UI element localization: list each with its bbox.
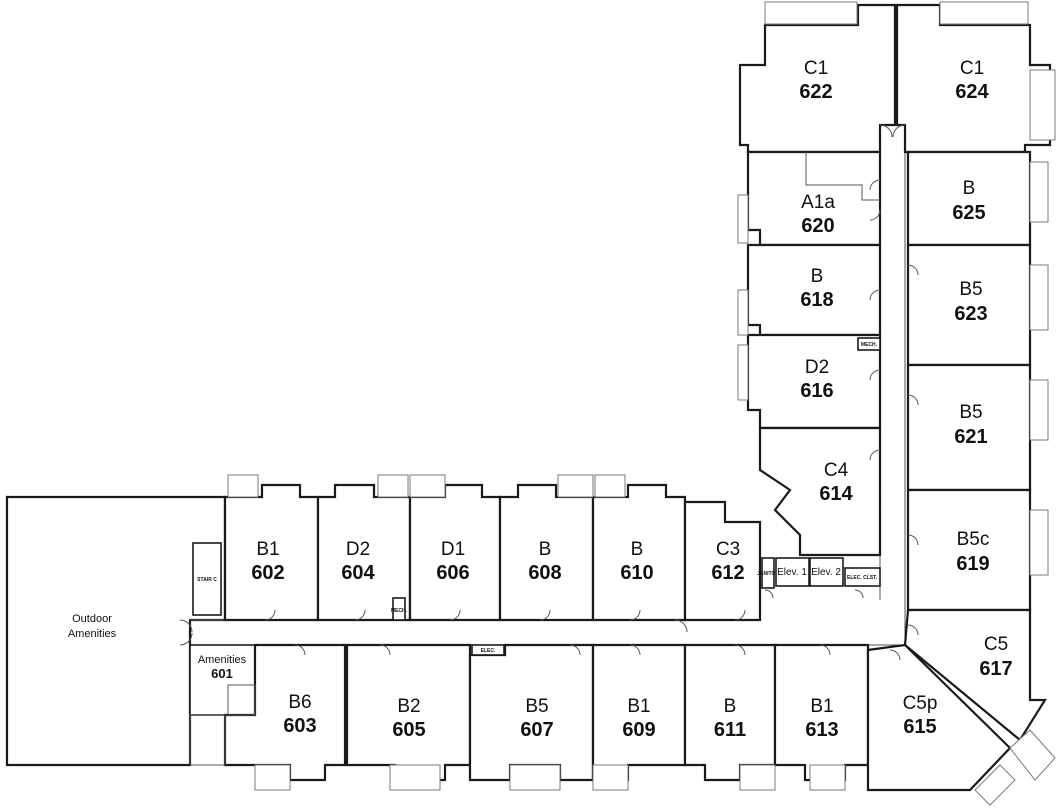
unit-605-type: B2 bbox=[397, 696, 420, 717]
unit-617-type: C5 bbox=[984, 634, 1008, 655]
unit-619-type: B5c bbox=[957, 529, 990, 550]
unit-605-number: 605 bbox=[392, 719, 425, 741]
unit-608-type: B bbox=[539, 539, 552, 560]
mech-room-east bbox=[857, 337, 881, 351]
unit-622-number: 622 bbox=[799, 81, 832, 103]
unit-620-closet bbox=[805, 152, 880, 201]
unit-606-number: 606 bbox=[436, 562, 469, 584]
amenities-601-room[interactable] bbox=[189, 644, 256, 716]
elevator-2 bbox=[809, 557, 844, 587]
unit-612[interactable] bbox=[683, 500, 762, 622]
janitor-label: JANITOR bbox=[757, 571, 779, 577]
amenities-601-number: 601 bbox=[211, 666, 233, 681]
unit-610-number: 610 bbox=[620, 562, 653, 584]
elevator-2-label: Elev. 2 bbox=[811, 567, 841, 578]
elevator-1-label: Elev. 1 bbox=[777, 567, 807, 578]
unit-608[interactable] bbox=[498, 483, 595, 622]
unit-624-type: C1 bbox=[960, 58, 984, 79]
unit-624-number: 624 bbox=[955, 81, 989, 103]
unit-617-number: 617 bbox=[979, 658, 1012, 680]
mech-east-label: MECH. bbox=[861, 342, 878, 348]
unit-610[interactable] bbox=[591, 483, 687, 622]
elec-room bbox=[471, 644, 505, 656]
unit-604[interactable] bbox=[316, 483, 412, 622]
mech-room-south bbox=[392, 597, 406, 621]
unit-610-type: B bbox=[631, 539, 644, 560]
janitor-room bbox=[761, 557, 775, 589]
unit-611-number: 611 bbox=[714, 719, 746, 741]
unit-612-number: 612 bbox=[711, 562, 744, 584]
unit-614-number: 614 bbox=[819, 483, 853, 505]
unit-619-number: 619 bbox=[956, 553, 989, 575]
unit-604-type: D2 bbox=[346, 539, 370, 560]
unit-621-type: B5 bbox=[959, 402, 982, 423]
amenities-601-inner bbox=[189, 714, 226, 766]
stair-c-label: STAIR C bbox=[197, 577, 217, 583]
unit-607-number: 607 bbox=[520, 719, 553, 741]
unit-621-number: 621 bbox=[954, 426, 987, 448]
unit-619[interactable] bbox=[906, 488, 1032, 612]
unit-613-number: 613 bbox=[805, 719, 838, 741]
unit-625-number: 625 bbox=[952, 202, 985, 224]
outdoor-amenities-label-2: Amenities bbox=[68, 628, 117, 640]
unit-609-type: B1 bbox=[627, 696, 650, 717]
unit-616-number: 616 bbox=[800, 380, 833, 402]
unit-615-number: 615 bbox=[903, 716, 936, 738]
unit-620-type: A1a bbox=[801, 192, 835, 213]
unit-623-number: 623 bbox=[954, 303, 987, 325]
unit-618-type: B bbox=[811, 266, 824, 287]
unit-616-type: D2 bbox=[805, 357, 829, 378]
mech-south-label: MECH. bbox=[391, 608, 408, 614]
unit-613-type: B1 bbox=[810, 696, 833, 717]
elec-room-label: ELEC. bbox=[481, 648, 496, 654]
stair-c bbox=[192, 542, 222, 616]
unit-623-type: B5 bbox=[959, 279, 982, 300]
unit-603-number: 603 bbox=[283, 715, 316, 737]
unit-604-number: 604 bbox=[341, 562, 375, 584]
unit-602-type: B1 bbox=[256, 539, 279, 560]
amenities-601-closet bbox=[227, 684, 256, 716]
amenities-601-label: Amenities bbox=[198, 654, 247, 666]
unit-606-type: D1 bbox=[441, 539, 465, 560]
unit-622-type: C1 bbox=[804, 58, 828, 79]
unit-614-type: C4 bbox=[824, 460, 849, 481]
elec-closet-label: ELEC. CLST. bbox=[847, 575, 878, 581]
unit-620-number: 620 bbox=[801, 215, 834, 237]
unit-608-number: 608 bbox=[528, 562, 561, 584]
unit-614[interactable] bbox=[758, 426, 882, 557]
unit-612-type: C3 bbox=[716, 539, 740, 560]
unit-611-type: B bbox=[724, 696, 737, 717]
unit-625-type: B bbox=[963, 178, 976, 199]
elec-closet bbox=[844, 567, 881, 587]
balconies bbox=[227, 1, 1056, 806]
unit-618-number: 618 bbox=[800, 289, 833, 311]
unit-607-type: B5 bbox=[525, 696, 548, 717]
unit-602-number: 602 bbox=[251, 562, 284, 584]
outdoor-amenities-label-1: Outdoor bbox=[72, 613, 112, 625]
door-swings bbox=[179, 124, 919, 661]
elevator-1 bbox=[775, 557, 810, 587]
unit-603-type: B6 bbox=[288, 692, 311, 713]
unit-615-type: C5p bbox=[903, 693, 938, 714]
unit-609-number: 609 bbox=[622, 719, 655, 741]
unit-615[interactable] bbox=[866, 643, 1012, 792]
unit-602[interactable] bbox=[223, 483, 320, 622]
